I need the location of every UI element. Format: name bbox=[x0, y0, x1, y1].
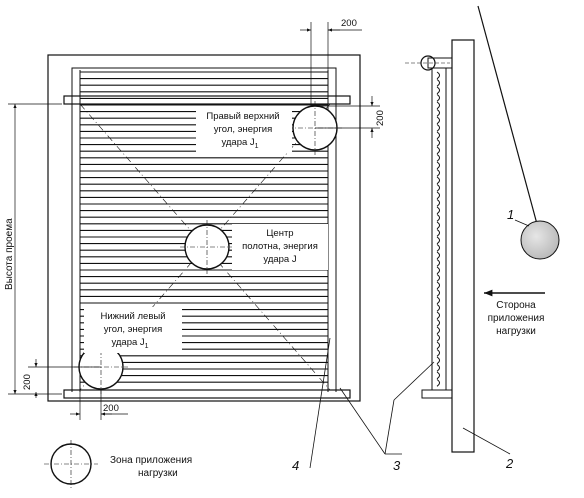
side-slat bbox=[436, 101, 440, 110]
side-slat bbox=[436, 169, 440, 177]
side-slat bbox=[436, 139, 440, 147]
side-slat bbox=[436, 326, 440, 335]
side-slat bbox=[436, 109, 440, 117]
side-slat bbox=[436, 296, 440, 305]
legend-line1: Зона приложения bbox=[110, 455, 192, 466]
side-top-bracket bbox=[427, 57, 453, 69]
callout-1: 1 bbox=[507, 207, 514, 222]
dimension-left-value: 200 bbox=[22, 374, 33, 390]
side-wall bbox=[451, 39, 475, 453]
label-top-right-line3: удара J1 bbox=[221, 137, 258, 150]
side-slat bbox=[436, 304, 440, 312]
side-slat bbox=[436, 259, 440, 267]
side-slat bbox=[436, 214, 440, 222]
side-slat bbox=[436, 176, 440, 185]
side-slat bbox=[436, 274, 440, 282]
side-slat bbox=[436, 244, 440, 252]
label-center-line3: удара J bbox=[263, 254, 296, 265]
side-slats bbox=[436, 71, 440, 387]
side-slat bbox=[436, 131, 440, 140]
side-slat bbox=[436, 289, 440, 297]
side-slat bbox=[436, 86, 440, 95]
side-slat bbox=[436, 349, 440, 357]
side-slat bbox=[436, 311, 440, 320]
side-slat bbox=[436, 236, 440, 245]
label-bottom-left: Нижний левый угол, энергия удара J1 bbox=[100, 311, 165, 350]
opening-height-label: Высота проема bbox=[4, 218, 15, 290]
side-slat bbox=[436, 251, 440, 260]
label-backgrounds bbox=[84, 107, 328, 353]
load-side-line2: приложения bbox=[488, 313, 545, 324]
load-side-line1: Сторона bbox=[496, 300, 536, 311]
side-slat bbox=[436, 364, 440, 372]
side-slat bbox=[436, 191, 440, 200]
side-slat bbox=[436, 124, 440, 132]
legend-line2: нагрузки bbox=[138, 468, 178, 479]
label-bottom-left-line2: угол, энергия bbox=[104, 324, 162, 335]
outer-frame bbox=[47, 54, 361, 402]
dimension-bottom bbox=[70, 389, 128, 420]
load-side-line3: нагрузки bbox=[496, 326, 536, 337]
label-top-right-line1: Правый верхний bbox=[206, 111, 279, 122]
side-slat bbox=[436, 71, 440, 80]
side-slat bbox=[436, 94, 440, 102]
bottom-bar bbox=[63, 389, 351, 399]
side-slat bbox=[436, 146, 440, 155]
dimension-opening-height bbox=[8, 103, 62, 395]
side-slat bbox=[436, 341, 440, 350]
load-side-label: Сторона приложения нагрузки bbox=[488, 300, 545, 337]
top-bar bbox=[63, 95, 351, 105]
label-center: Центр полотна, энергия удара J bbox=[242, 228, 318, 265]
side-slat bbox=[436, 206, 440, 215]
label-center-line1: Центр bbox=[266, 228, 293, 239]
label-bottom-left-line3: удара J1 bbox=[111, 337, 148, 350]
side-slat bbox=[436, 371, 440, 380]
pendulum-string bbox=[477, 5, 538, 225]
side-slat bbox=[436, 154, 440, 162]
side-slat bbox=[436, 116, 440, 125]
side-slat bbox=[436, 161, 440, 170]
side-slat bbox=[436, 229, 440, 237]
pendulum-weight bbox=[520, 220, 560, 260]
pendulum bbox=[477, 5, 560, 260]
side-slat bbox=[436, 266, 440, 275]
side-bottom-bracket bbox=[421, 389, 453, 399]
callout-3: 3 bbox=[393, 458, 401, 473]
dimension-top bbox=[300, 22, 362, 104]
side-slat bbox=[436, 319, 440, 327]
label-center-line2: полотна, энергия bbox=[242, 241, 318, 252]
side-slat bbox=[436, 334, 440, 342]
legend: Зона приложения нагрузки bbox=[44, 440, 192, 488]
side-slat bbox=[436, 199, 440, 207]
side-slat bbox=[436, 79, 440, 87]
side-slat bbox=[436, 281, 440, 290]
dimension-right bbox=[315, 96, 380, 138]
callout-2: 2 bbox=[505, 456, 514, 471]
dimension-top-value: 200 bbox=[341, 18, 357, 29]
side-slat bbox=[436, 221, 440, 230]
callout-4: 4 bbox=[292, 458, 299, 473]
side-slat bbox=[436, 356, 440, 365]
callout-leaders bbox=[309, 219, 530, 469]
dimension-left bbox=[28, 359, 101, 398]
side-slat bbox=[436, 379, 440, 387]
side-view bbox=[405, 39, 475, 453]
dimension-bottom-value: 200 bbox=[103, 403, 119, 414]
dimension-right-value: 200 bbox=[375, 110, 386, 126]
side-slat bbox=[436, 184, 440, 192]
label-top-right-line2: угол, энергия bbox=[214, 124, 272, 135]
label-top-right: Правый верхний угол, энергия удара J1 bbox=[206, 111, 279, 150]
label-bottom-left-line1: Нижний левый bbox=[100, 311, 165, 322]
